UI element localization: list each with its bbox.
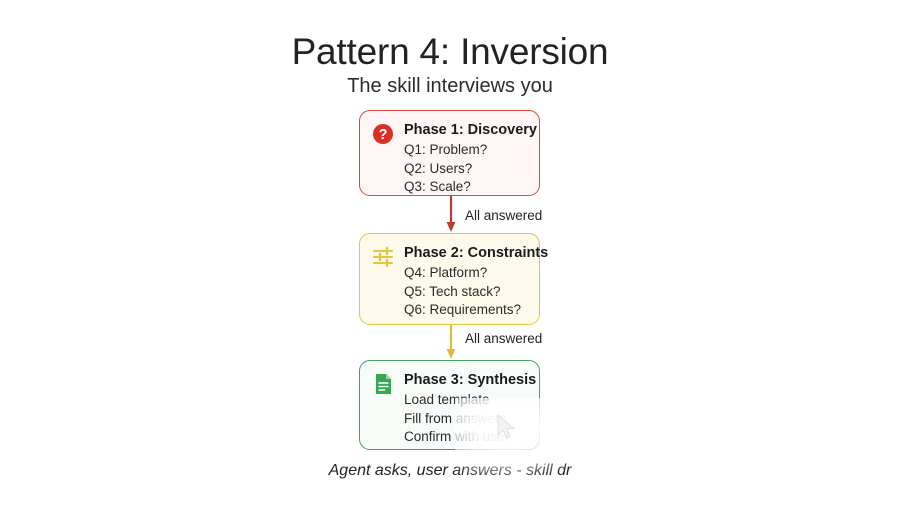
phase-box-content: Phase 2: Constraints Q4: Platform? Q5: T… bbox=[371, 244, 549, 320]
svg-text:?: ? bbox=[379, 127, 388, 143]
phase-line: Q5: Tech stack? bbox=[404, 283, 501, 299]
phase-box-content: ? Phase 1: Discovery Q1: Problem? Q2: Us… bbox=[371, 121, 537, 197]
phase-heading: Phase 1: Discovery bbox=[404, 122, 537, 138]
phase-heading: Phase 2: Constraints bbox=[404, 245, 549, 261]
phase-box-constraints[interactable]: Phase 2: Constraints Q4: Platform? Q5: T… bbox=[359, 233, 549, 325]
connector-arrow-discovery-to-constraints bbox=[446, 196, 456, 232]
page-subtitle: The skill interviews you bbox=[347, 75, 553, 97]
phase-line: Q1: Problem? bbox=[404, 142, 488, 158]
phase-text-block: Phase 3: Synthesis Load template Fill fr… bbox=[404, 371, 537, 447]
phase-line: Q2: Users? bbox=[404, 160, 473, 176]
phase-line-list: Load template Fill from answers Confirm … bbox=[404, 391, 529, 447]
connector-label: All answered bbox=[465, 331, 543, 346]
phase-box-discovery[interactable]: ? Phase 1: Discovery Q1: Problem? Q2: Us… bbox=[359, 110, 540, 196]
connector-arrow-constraints-to-synthesis bbox=[446, 325, 456, 359]
tune-sliders-icon bbox=[373, 246, 393, 268]
connector-label: All answered bbox=[465, 208, 543, 223]
phase-line-list: Q1: Problem? Q2: Users? Q3: Scale? bbox=[404, 141, 529, 197]
phase-text-block: Phase 1: Discovery Q1: Problem? Q2: User… bbox=[404, 121, 537, 197]
phase-heading: Phase 3: Synthesis bbox=[404, 372, 537, 388]
document-icon bbox=[376, 374, 391, 394]
question-mark-circle-icon: ? bbox=[373, 124, 393, 144]
phase-line: Q3: Scale? bbox=[404, 179, 471, 195]
phase-line-list: Q4: Platform? Q5: Tech stack? Q6: Requir… bbox=[404, 264, 529, 320]
phase-line: Q6: Requirements? bbox=[404, 302, 522, 318]
phase-box-content: Phase 3: Synthesis Load template Fill fr… bbox=[371, 371, 537, 447]
footer-caption: Agent asks, user answers - skill dr bbox=[328, 462, 572, 479]
phase-line: Fill from answers bbox=[404, 410, 507, 426]
phase-line: Q4: Platform? bbox=[404, 265, 488, 281]
phase-line: Load template bbox=[404, 392, 490, 408]
phase-text-block: Phase 2: Constraints Q4: Platform? Q5: T… bbox=[404, 244, 549, 320]
page-title: Pattern 4: Inversion bbox=[291, 31, 609, 72]
phase-line: Confirm with user bbox=[404, 429, 510, 445]
phase-box-synthesis[interactable]: Phase 3: Synthesis Load template Fill fr… bbox=[359, 360, 540, 450]
